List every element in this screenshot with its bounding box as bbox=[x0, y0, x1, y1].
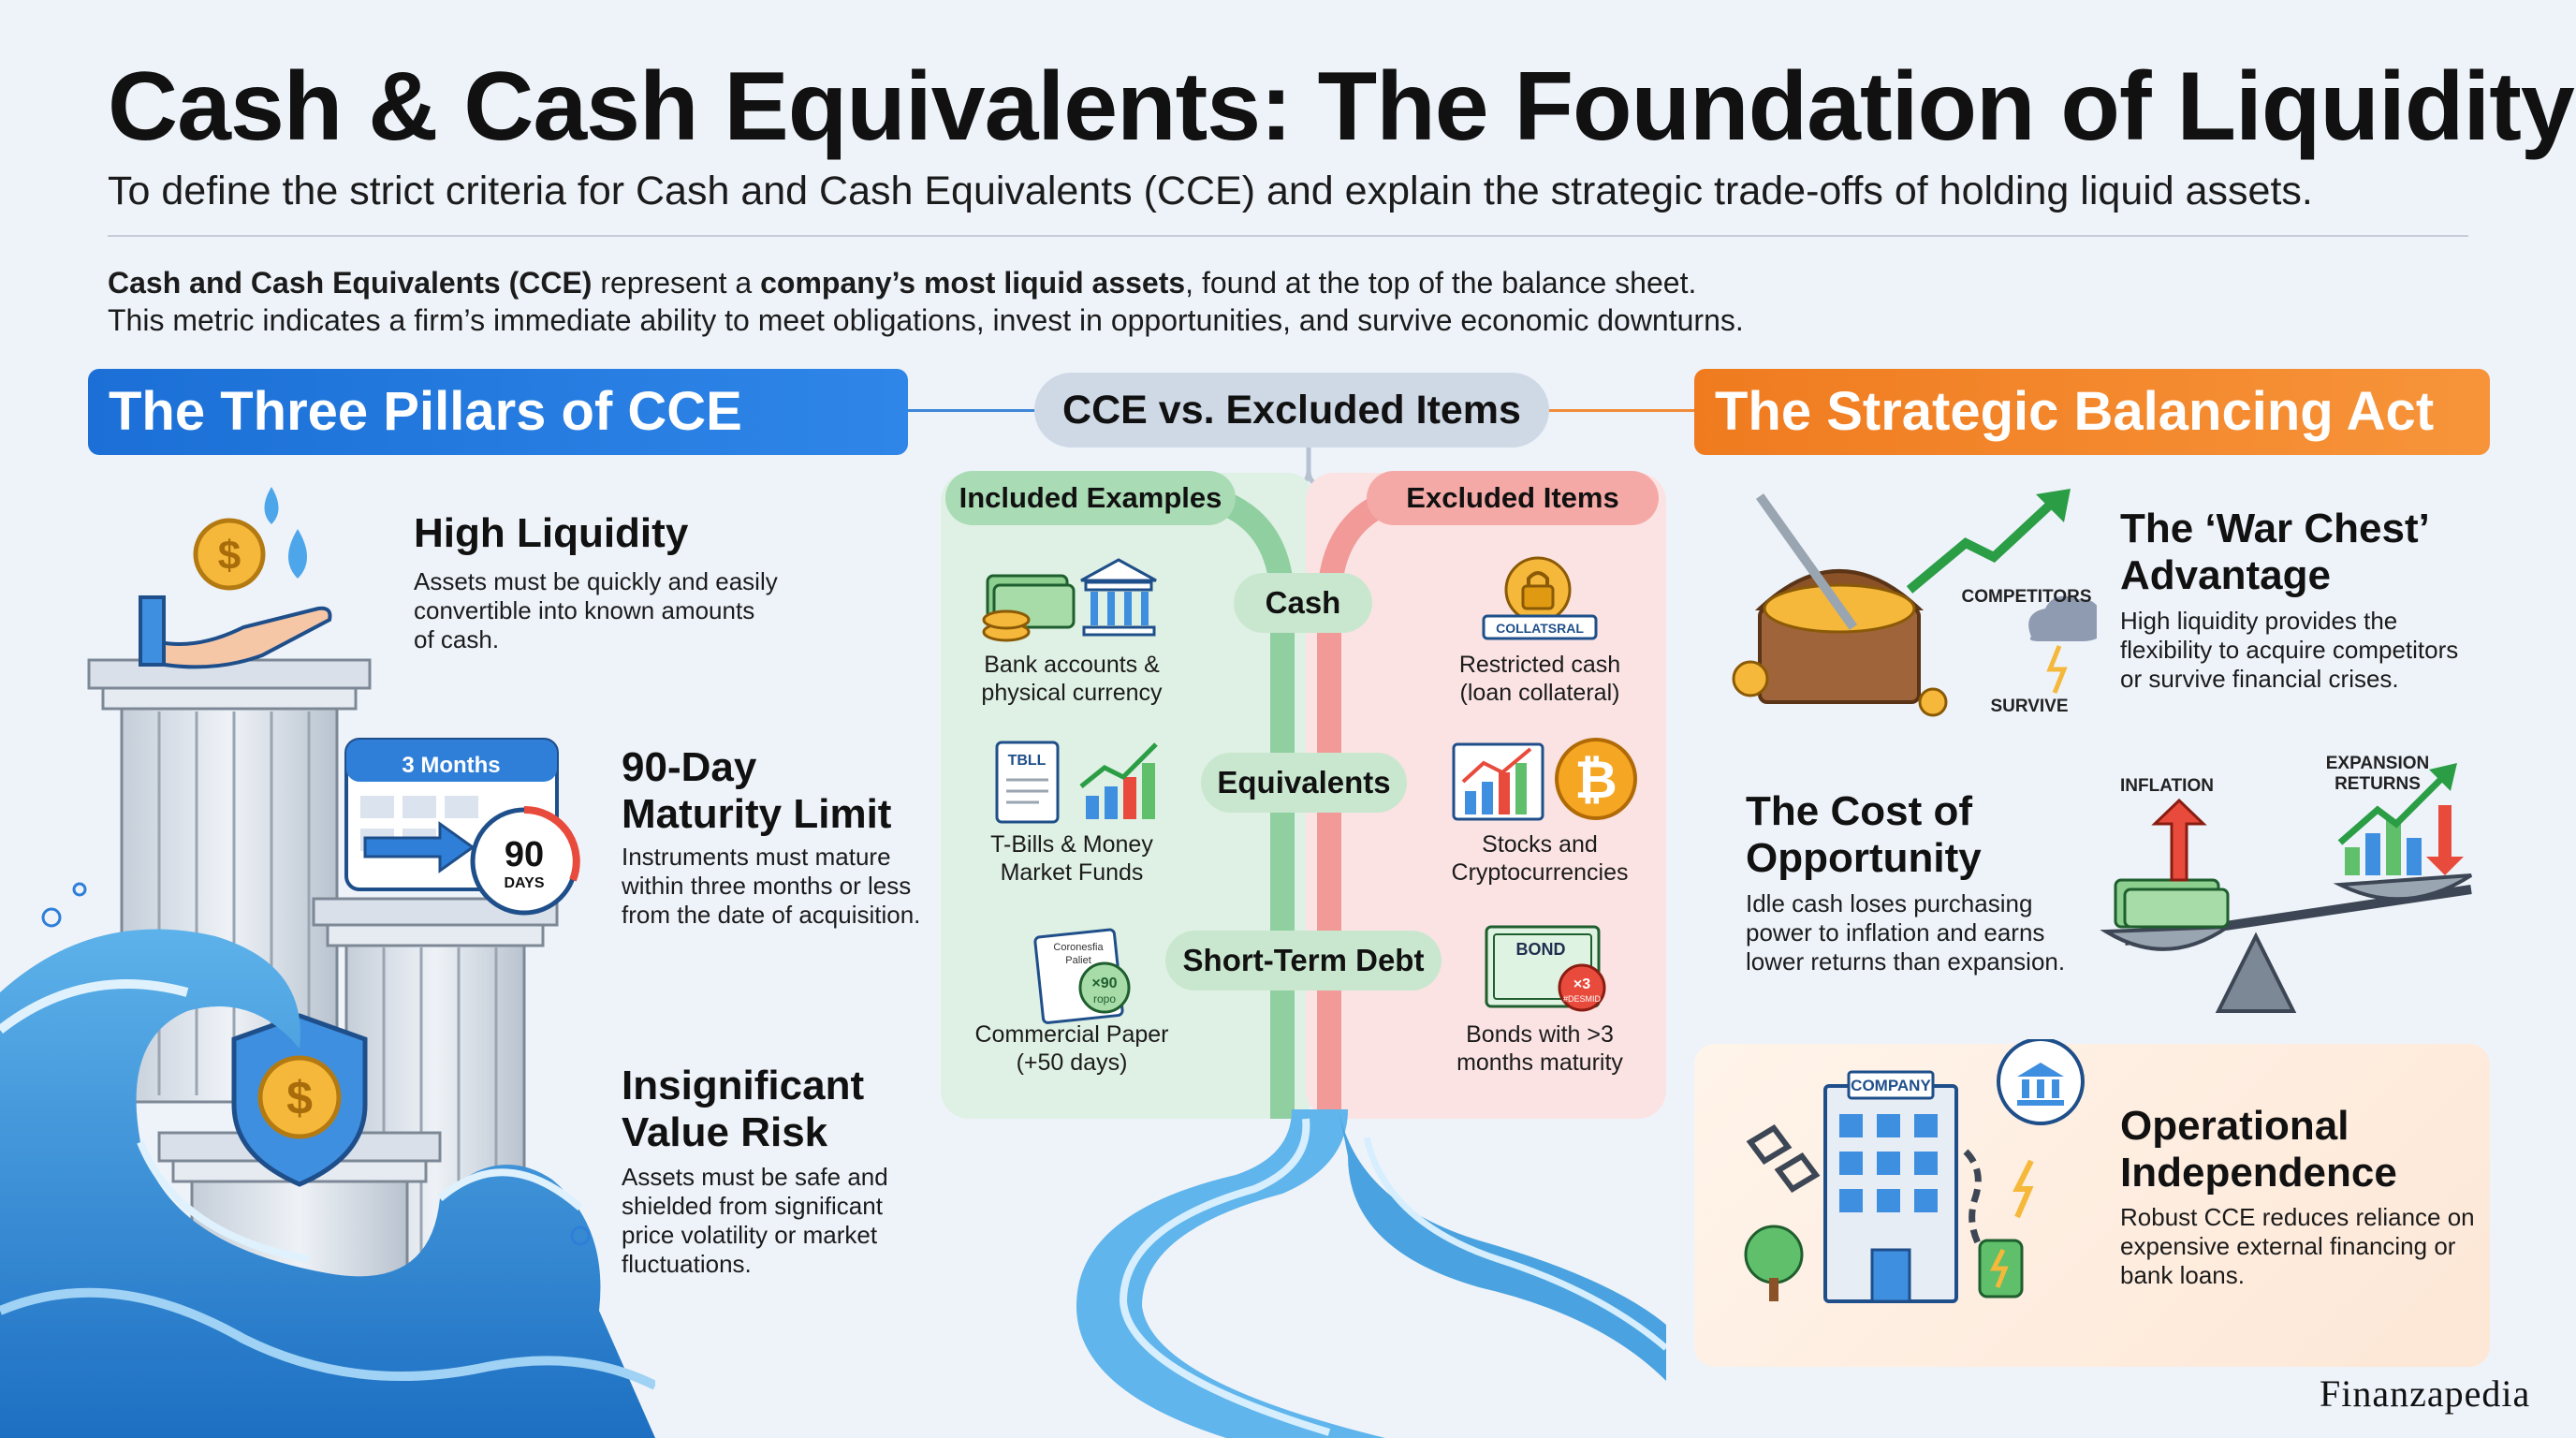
intro-text: Cash and Cash Equivalents (CCE) represen… bbox=[108, 264, 1744, 339]
survive-label: SURVIVE bbox=[1990, 697, 2068, 716]
included-1-line-1: Bank accounts & bbox=[984, 652, 1160, 678]
competitors-label: COMPETITORS bbox=[1962, 587, 2092, 607]
cost-title-line-1: The Cost of bbox=[1746, 788, 1972, 834]
timer-number: 90 bbox=[505, 835, 544, 874]
pillar-2-title: 90-Day Maturity Limit bbox=[622, 744, 891, 838]
operational-title-line-2: Independence bbox=[2120, 1150, 2397, 1196]
cp-badge-1: ×90 bbox=[1091, 976, 1117, 991]
intro-text-a: represent a bbox=[592, 266, 761, 300]
intro-bold-liquid: company’s most liquid assets bbox=[760, 266, 1186, 300]
included-3-line-2: (+50 days) bbox=[1016, 1049, 1128, 1076]
page-title: Cash & Cash Equivalents: The Foundation … bbox=[108, 52, 2575, 161]
pillars-wave-illustration: $ 3 Months 90 DAYS $ bbox=[0, 487, 655, 1438]
cash-bank-icon bbox=[982, 558, 1157, 642]
inflation-label: INFLATION bbox=[2120, 776, 2214, 796]
war-chest-title-line-2: Advantage bbox=[2120, 552, 2331, 598]
stocks-crypto-icon: ₿ bbox=[1452, 738, 1637, 821]
banner-strategic-balancing: The Strategic Balancing Act bbox=[1694, 369, 2490, 455]
connector-right bbox=[1549, 409, 1694, 412]
pillar-3-body: Assets must be safe and shielded from si… bbox=[622, 1163, 888, 1278]
pillar-2-title-line-1: 90-Day bbox=[622, 744, 757, 790]
pillar-2-title-line-2: Maturity Limit bbox=[622, 791, 892, 837]
pillar-3-title-line-2: Value Risk bbox=[622, 1109, 828, 1155]
pillar-1-title: High Liquidity bbox=[414, 510, 689, 556]
pillar-2-body: Instruments must mature within three mon… bbox=[622, 843, 921, 929]
excluded-1-line-2: (loan collateral) bbox=[1459, 680, 1620, 706]
category-cash: Cash bbox=[1234, 573, 1372, 633]
shield-icon: $ bbox=[231, 1013, 368, 1187]
tbill-chart-icon: TBLL bbox=[995, 741, 1158, 824]
divider bbox=[108, 235, 2468, 237]
pillar-1-body: Assets must be quickly and easily conver… bbox=[414, 567, 778, 653]
category-short-term-debt: Short-Term Debt bbox=[1165, 931, 1442, 990]
bond-badge-1: ×3 bbox=[1573, 976, 1590, 992]
operational-independence-body: Robust CCE reduces reliance on expensive… bbox=[2120, 1203, 2475, 1289]
timer-unit: DAYS bbox=[505, 875, 545, 891]
bond-badge-2: #DESMID bbox=[1563, 994, 1602, 1004]
pillar-3-title-line-1: Insignificant bbox=[622, 1063, 865, 1108]
wave-illustration bbox=[0, 882, 655, 1438]
banner-three-pillars: The Three Pillars of CCE bbox=[88, 369, 908, 455]
included-3-caption: Commercial Paper(+50 days) bbox=[931, 1020, 1212, 1077]
collateral-label: COLLATSRAL bbox=[1496, 621, 1584, 636]
tbill-label: TBLL bbox=[1008, 753, 1046, 769]
cp-label-2: Paliet bbox=[1065, 955, 1091, 966]
excluded-3-line-1: Bonds with >3 bbox=[1466, 1021, 1614, 1048]
balance-scale-icon: INFLATION EXPANSION RETURNS bbox=[2100, 754, 2473, 1013]
pillar-3-title: Insignificant Value Risk bbox=[622, 1063, 864, 1156]
hand-coin-icon: $ bbox=[139, 487, 332, 669]
company-building-icon: COMPANY bbox=[1744, 1039, 2085, 1303]
expansion-label: EXPANSION bbox=[2326, 754, 2430, 773]
included-2-line-2: Market Funds bbox=[1000, 859, 1144, 886]
bond-label: BOND bbox=[1516, 940, 1566, 959]
category-equivalents: Equivalents bbox=[1201, 753, 1407, 813]
cp-badge-2: ropo bbox=[1093, 992, 1116, 1005]
included-2-line-1: T-Bills & Money bbox=[990, 831, 1153, 858]
war-chest-icon: COMPETITORS SURVIVE bbox=[1732, 489, 2097, 717]
intro-text-b: , found at the top of the balance sheet. bbox=[1185, 266, 1697, 300]
excluded-1-caption: Restricted cash(loan collateral) bbox=[1399, 651, 1680, 707]
included-1-line-2: physical currency bbox=[981, 680, 1163, 706]
calendar-label: 3 Months bbox=[402, 753, 500, 778]
excluded-items-tag: Excluded Items bbox=[1367, 471, 1659, 525]
included-examples-tag: Included Examples bbox=[945, 471, 1236, 525]
war-chest-title-line-1: The ‘War Chest’ bbox=[2120, 506, 2430, 551]
intro-bold-cce: Cash and Cash Equivalents (CCE) bbox=[108, 266, 593, 300]
brand-logo: Finanzapedia bbox=[2320, 1372, 2531, 1415]
lock-collateral-icon: COLLATSRAL bbox=[1482, 556, 1598, 640]
cost-title-line-2: Opportunity bbox=[1746, 835, 1982, 881]
excluded-1-line-1: Restricted cash bbox=[1458, 652, 1621, 678]
timer-icon: 90 DAYS bbox=[470, 805, 580, 916]
cost-of-opportunity-body: Idle cash loses purchasing power to infl… bbox=[1746, 889, 2066, 976]
operational-title-line-1: Operational bbox=[2120, 1103, 2349, 1149]
company-label: COMPANY bbox=[1851, 1077, 1931, 1094]
page-subtitle: To define the strict criteria for Cash a… bbox=[108, 169, 2313, 213]
included-1-caption: Bank accounts &physical currency bbox=[931, 651, 1212, 707]
svg-text:$: $ bbox=[286, 1072, 313, 1124]
bond-certificate-icon: BOND ×3 #DESMID bbox=[1485, 925, 1606, 1012]
intro-line-2: This metric indicates a firm’s immediate… bbox=[108, 303, 1744, 337]
excluded-3-line-2: months maturity bbox=[1456, 1049, 1623, 1076]
cp-label-1: Coronesfia bbox=[1053, 942, 1104, 953]
river-illustration bbox=[1076, 1109, 1666, 1438]
war-chest-title: The ‘War Chest’Advantage bbox=[2120, 506, 2430, 599]
included-3-line-1: Commercial Paper bbox=[974, 1021, 1169, 1048]
cce-vs-excluded-pill: CCE vs. Excluded Items bbox=[1034, 373, 1549, 448]
svg-text:₿: ₿ bbox=[1574, 750, 1617, 809]
excluded-2-line-1: Stocks and bbox=[1482, 831, 1598, 858]
excluded-2-line-2: Cryptocurrencies bbox=[1451, 859, 1629, 886]
connector-left bbox=[908, 409, 1039, 412]
svg-text:$: $ bbox=[218, 533, 241, 579]
commercial-paper-icon: Coronesfia Paliet ×90 ropo bbox=[1033, 928, 1131, 1024]
war-chest-body: High liquidity provides the flexibility … bbox=[2120, 607, 2459, 693]
returns-label: RETURNS bbox=[2334, 774, 2421, 794]
